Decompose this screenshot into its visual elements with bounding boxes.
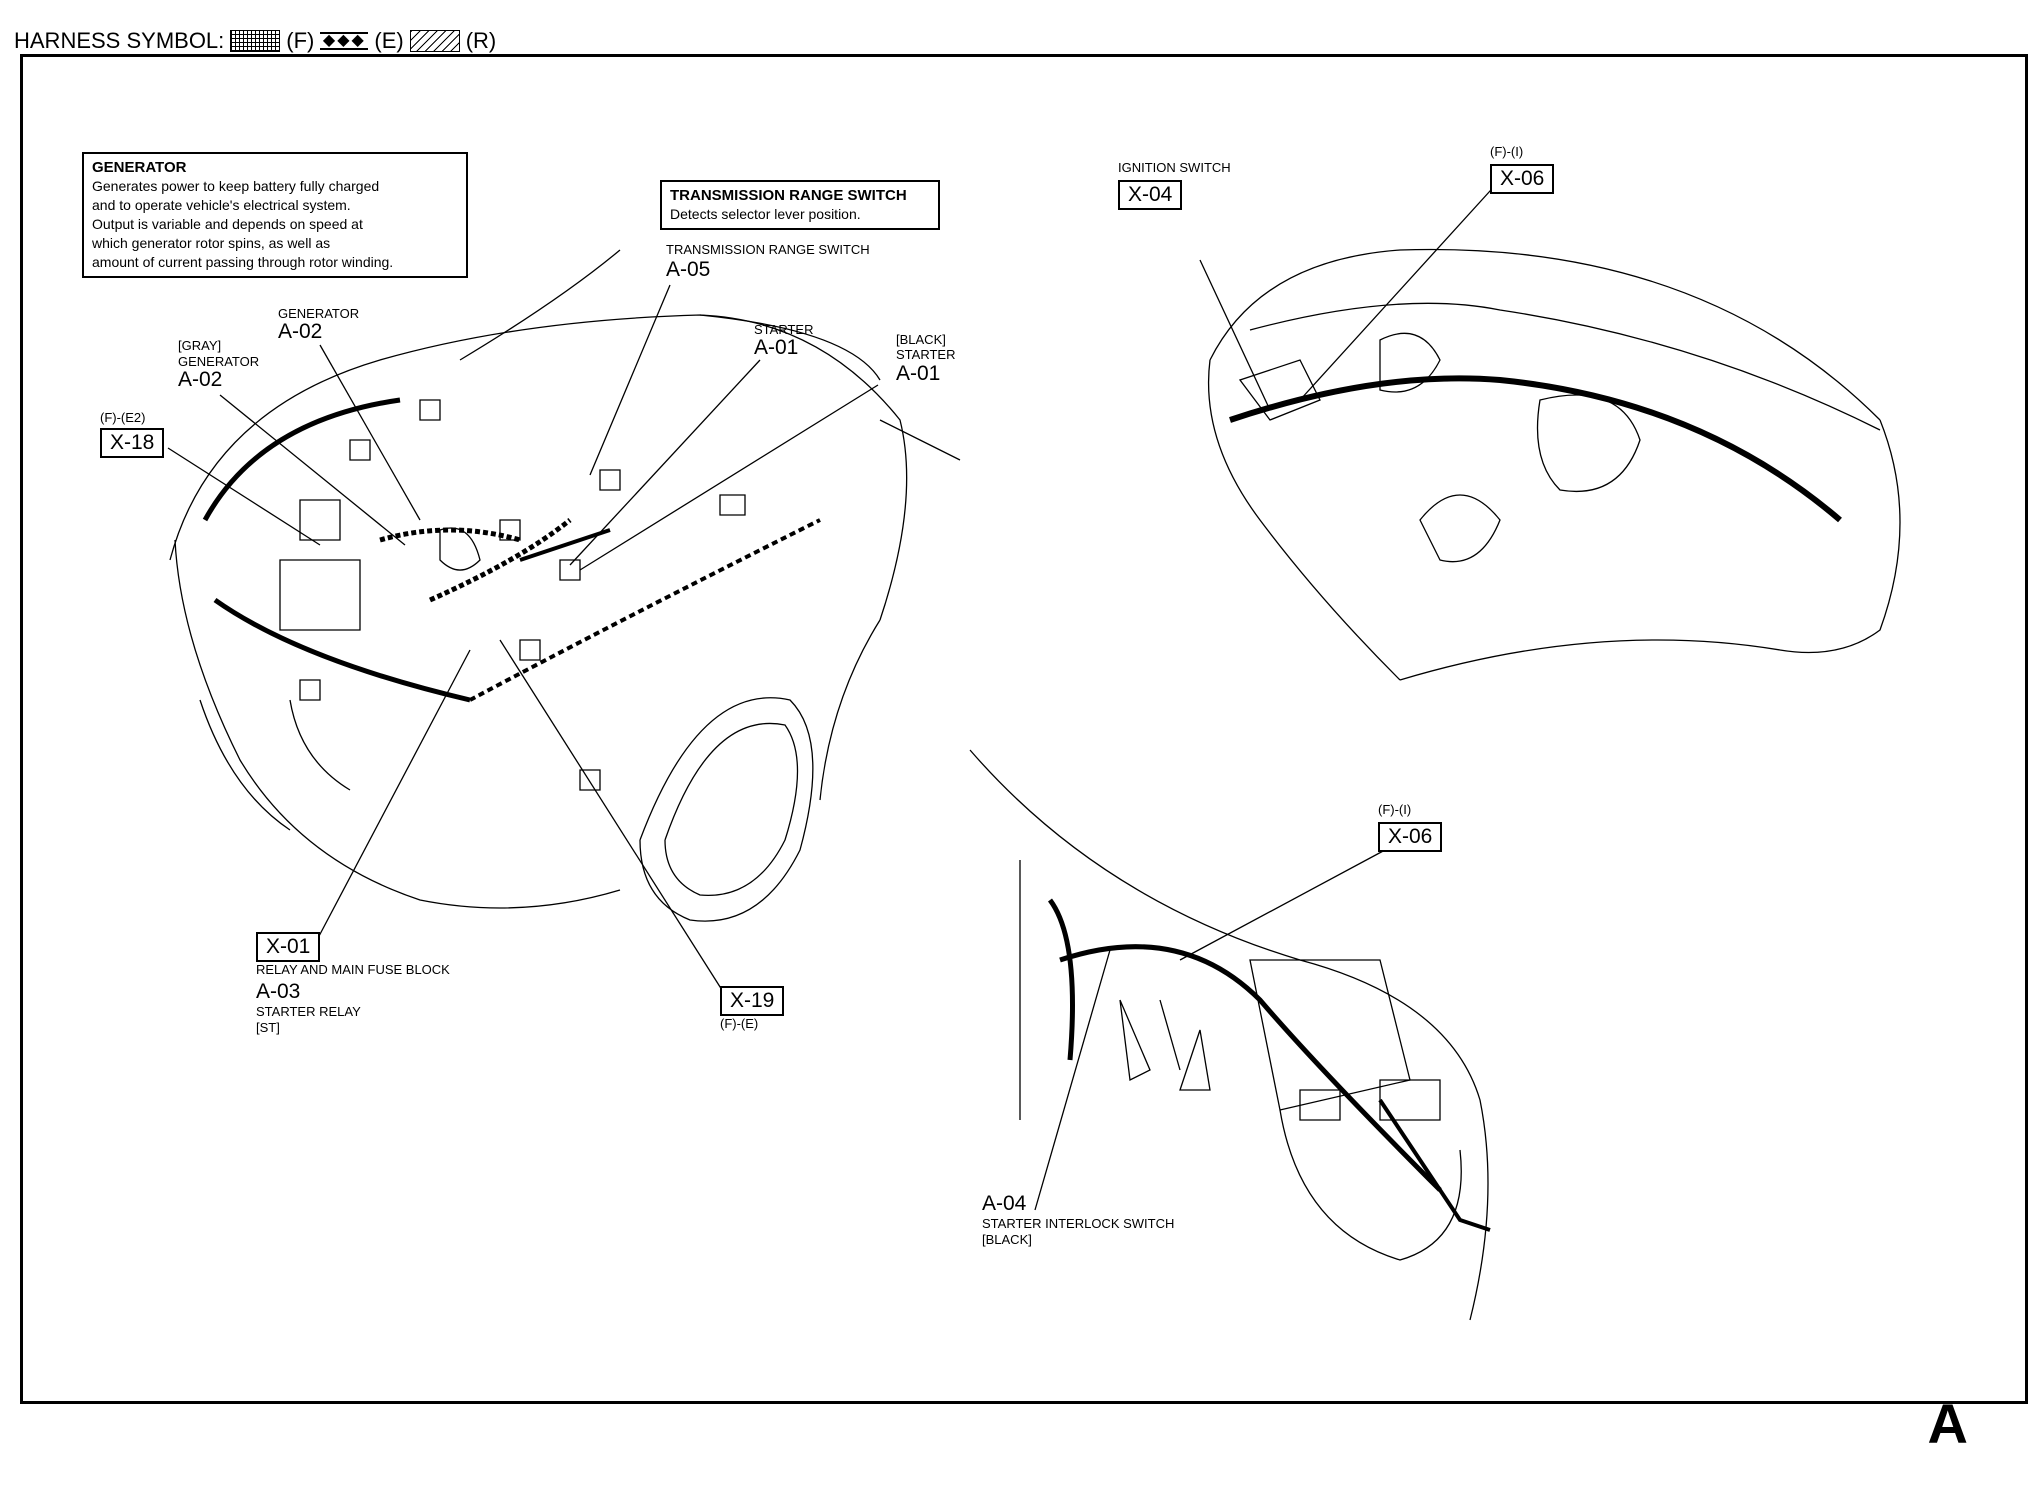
diagram-frame (20, 54, 2028, 1404)
x01-connector-box: X-01 (256, 932, 321, 962)
harness-legend: HARNESS SYMBOL: (F) ◆◆◆ (E) (R) (14, 28, 496, 54)
generator-description-box: GENERATOR Generates power to keep batter… (82, 152, 468, 278)
x19-tag: (F)-(E) (720, 1016, 759, 1031)
generator-box-line-3: Output is variable and depends on speed … (92, 216, 363, 232)
generator-name-label: GENERATOR (278, 306, 360, 321)
x06-upper-tag: (F)-(I) (1490, 144, 1524, 159)
harness-e-symbol-icon: ◆◆◆ (320, 32, 369, 50)
starter-interlock-switch-label: STARTER INTERLOCK SWITCH (982, 1216, 1175, 1231)
generator-box-line-4: which generator rotor spins, as well as (92, 235, 331, 251)
legend-f-tag: (F) (286, 28, 315, 53)
black-tag: [BLACK] (896, 332, 946, 347)
generator-box-line-2: and to operate vehicle's electrical syst… (92, 197, 351, 213)
x06-lower-connector-box: X-06 (1378, 822, 1443, 852)
legend-e-tag: (E) (374, 28, 404, 53)
starter-code-a01: A-01 (754, 336, 799, 359)
x19-connector-box: X-19 (720, 986, 785, 1016)
page-letter: A (1927, 1392, 1968, 1455)
trs-box-line-1: Detects selector lever position. (670, 206, 861, 222)
generator-box-title: GENERATOR (92, 159, 187, 176)
x04-connector-box: X-04 (1118, 180, 1183, 210)
a04-code: A-04 (982, 1192, 1027, 1215)
trs-code-a05: A-05 (666, 258, 711, 281)
starter-name-label: STARTER (754, 322, 814, 337)
x18-tag: (F)-(E2) (100, 410, 146, 425)
gray-generator-code-a02: A-02 (178, 368, 223, 391)
generator-box-line-5: amount of current passing through rotor … (92, 254, 394, 270)
harness-r-symbol-icon (409, 30, 460, 52)
trs-description-box: TRANSMISSION RANGE SWITCH Detects select… (660, 180, 940, 230)
relay-name-label: RELAY AND MAIN FUSE BLOCK (256, 962, 450, 977)
legend-label: HARNESS SYMBOL: (14, 28, 225, 53)
trs-box-title: TRANSMISSION RANGE SWITCH (670, 187, 907, 204)
gray-tag: [GRAY] (178, 338, 222, 353)
a03-code: A-03 (256, 980, 301, 1003)
trs-name-label: TRANSMISSION RANGE SWITCH (666, 242, 870, 257)
interlock-black-tag: [BLACK] (982, 1232, 1032, 1247)
starter-relay-label: STARTER RELAY (256, 1004, 361, 1019)
gray-generator-name-label: GENERATOR (178, 354, 260, 369)
harness-f-symbol-icon (230, 30, 281, 52)
ignition-switch-name-label: IGNITION SWITCH (1118, 160, 1231, 175)
black-starter-code-a01: A-01 (896, 362, 941, 385)
st-tag: [ST] (256, 1020, 280, 1035)
x06-upper-connector-box: X-06 (1490, 164, 1555, 194)
generator-code-a02: A-02 (278, 320, 323, 343)
generator-box-line-1: Generates power to keep battery fully ch… (92, 178, 380, 194)
x18-connector-box: X-18 (100, 428, 165, 458)
black-starter-name-label: STARTER (896, 347, 956, 362)
legend-r-tag: (R) (465, 28, 497, 53)
x06-lower-tag: (F)-(I) (1378, 802, 1412, 817)
